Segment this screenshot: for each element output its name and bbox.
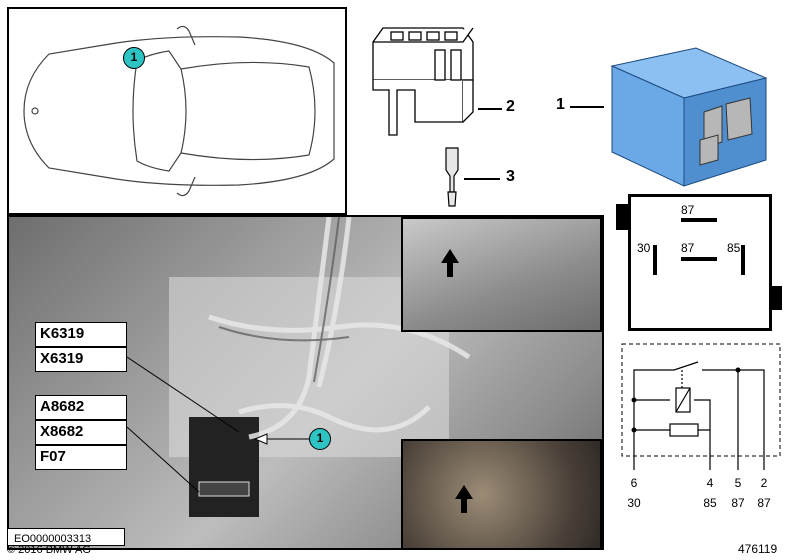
terminal-blade-top xyxy=(681,218,717,222)
part-number-relay: 1 xyxy=(556,96,565,113)
part-number-housing: 2 xyxy=(506,98,515,115)
terminal-blade-mid xyxy=(681,257,717,261)
pin-layout-tab-right xyxy=(770,286,782,310)
inset-photo-top xyxy=(401,217,602,332)
label-f07: F07 xyxy=(35,445,127,470)
pin-layout-tab-left xyxy=(616,204,630,230)
label-x8682: X8682 xyxy=(35,420,127,445)
terminal-blade-left xyxy=(653,245,657,275)
copyright-notice: © 2016 BMW AG xyxy=(7,544,91,556)
car-outline-icon xyxy=(23,25,335,197)
connector-housing-icon xyxy=(372,27,474,136)
arrow-up-icon xyxy=(441,249,459,263)
circuit-pin-label-4: 87 xyxy=(757,496,771,510)
circuit-pin-number-2: 4 xyxy=(706,476,714,490)
installation-photo: K6319 X6319 A8682 X8682 F07 1 xyxy=(7,215,604,550)
label-a8682: A8682 xyxy=(35,395,127,420)
circuit-pin-label-3: 87 xyxy=(731,496,745,510)
document-code-box: EO0000003313 xyxy=(7,528,125,546)
label-leader-lines xyxy=(126,356,309,493)
figure-id: 476119 xyxy=(738,542,778,556)
circuit-pin-label-2: 85 xyxy=(703,496,717,510)
arrow-up-icon xyxy=(455,485,473,499)
terminal-label-right: 85 xyxy=(727,241,741,255)
housing-leader-line xyxy=(478,108,502,110)
callout-marker-photo: 1 xyxy=(309,428,331,450)
label-k6319: K6319 xyxy=(35,322,127,347)
circuit-pin-number-3: 5 xyxy=(734,476,742,490)
relay-circuit-schematic xyxy=(621,343,781,470)
circuit-pin-number-4: 2 xyxy=(760,476,768,490)
vehicle-overview-panel: 1 xyxy=(7,7,347,215)
terminal-label-top: 87 xyxy=(681,203,695,217)
pin-layout-panel: 87 30 87 85 xyxy=(628,194,772,331)
circuit-pin-label-1: 30 xyxy=(627,496,641,510)
circuit-pin-number-1: 6 xyxy=(630,476,638,490)
relay-leader-line xyxy=(570,106,604,108)
terminal-label-mid: 87 xyxy=(681,241,695,255)
inset-photo-bottom xyxy=(401,439,602,548)
document-code: EO0000003313 xyxy=(14,533,92,545)
terminal-label-left: 30 xyxy=(637,241,651,255)
callout-marker-car: 1 xyxy=(123,47,145,69)
terminal-blade-right xyxy=(741,245,745,275)
relay-icon xyxy=(610,47,768,187)
arrow-up-icon-stem xyxy=(461,499,467,513)
contact-leader-line xyxy=(464,178,500,180)
contact-terminal-icon xyxy=(445,147,459,207)
part-number-contact: 3 xyxy=(506,168,515,185)
label-x6319: X6319 xyxy=(35,347,127,372)
arrow-up-icon-stem xyxy=(447,263,453,277)
